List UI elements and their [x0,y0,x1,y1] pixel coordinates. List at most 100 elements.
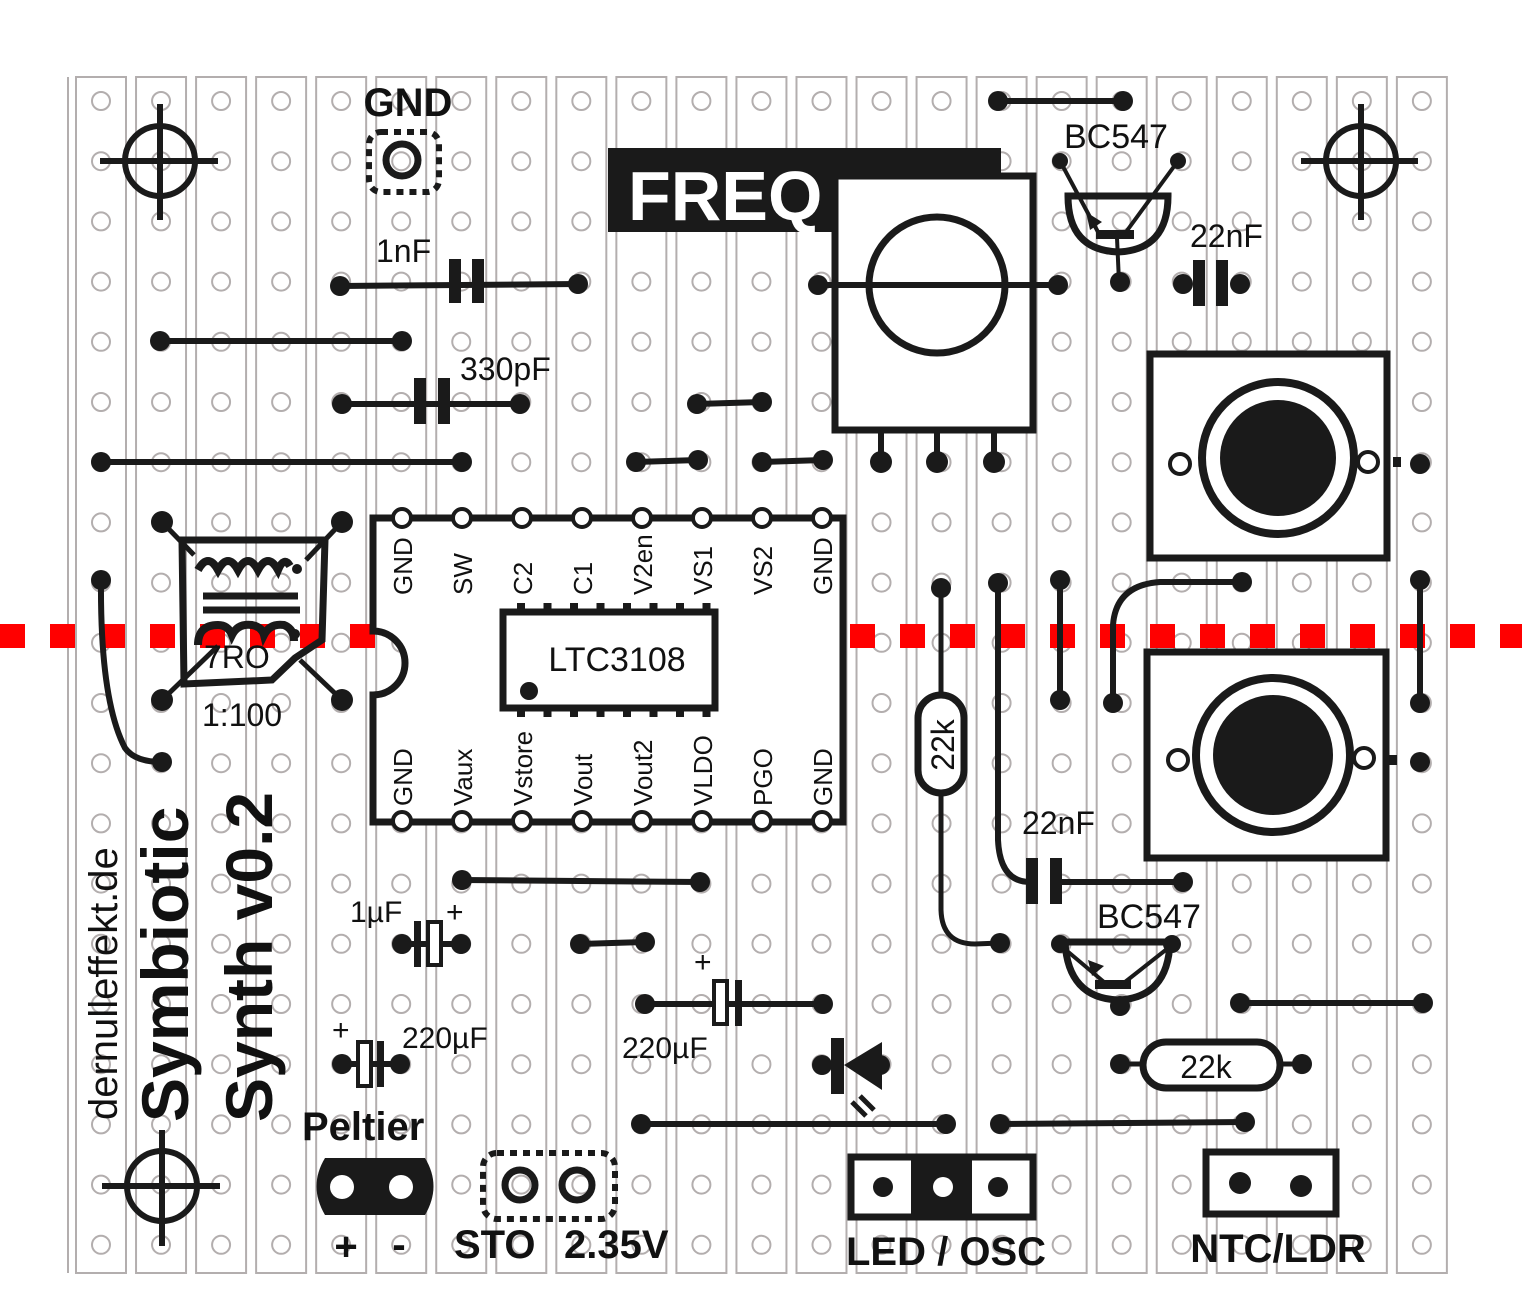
hole [1291,572,1312,593]
capacitor-220uf-left-plus: + [332,1014,350,1047]
hole [91,1234,111,1255]
hole [631,1234,652,1255]
hole [511,331,532,352]
title-line2: Synth v0.2 [212,792,286,1122]
ic-pin-top [811,507,833,529]
hole [1051,452,1072,473]
ic-pin-bottom [751,810,773,832]
hole [511,91,532,111]
hole [991,994,1012,1014]
solder-point [988,573,1008,593]
chip-leg [517,603,525,613]
hole [1171,1174,1192,1195]
chip-leg [596,707,605,717]
hole [451,151,472,172]
ic-pin-label-bottom: Vstore [508,731,538,806]
cut-mark [1500,624,1522,648]
copper-strip [1095,76,1148,1274]
capacitor-220uf-mid-plus: + [694,946,712,979]
jumper-wire-curved [995,583,1031,885]
jumper-wire-curved [1110,579,1242,703]
mounting-hole-top-left [100,104,218,220]
hole [751,331,772,352]
hole [271,753,292,774]
solder-point [1050,690,1070,710]
hole [1231,331,1252,352]
hole [331,813,352,834]
peltier-plus-label: + [334,1225,357,1269]
voltage-label: 2.35V [564,1223,669,1267]
hole [331,753,352,774]
hole [691,933,712,954]
hole [1171,1234,1192,1255]
solder-point [91,452,111,472]
capacitor-220uf-mid: + 220µF [622,946,833,1065]
hole [811,392,832,412]
hole [1411,1054,1432,1075]
ic-pin-bottom [811,810,833,832]
ic-chip: LTC3108 [499,603,719,717]
ic-pin-bottom [451,810,473,832]
hole [271,512,292,533]
sto-label: STO [454,1223,536,1267]
hole [931,994,952,1014]
resistor-horizontal-label: 22k [1180,1049,1233,1085]
hole [1351,1174,1372,1195]
capacitor-330pf: 330pF [332,351,551,424]
hole [391,1234,412,1255]
potentiometer [808,172,1068,473]
hole [271,572,292,593]
jumper-wires [91,91,1433,1134]
hole [871,753,892,774]
gnd-pad-label: GND [364,81,453,125]
hole [91,512,111,533]
ic-pin-top [571,507,593,529]
solder-point [990,1114,1010,1134]
hole [1111,1234,1132,1255]
hole [271,1174,292,1195]
ic-pin-top [511,507,533,529]
capacitor-22nf-top-label: 22nF [1190,218,1263,254]
strip-cut-line [0,624,1522,648]
hole [511,1234,532,1255]
hole [1351,1114,1372,1135]
capacitor-22nf-bottom: 22nF [1022,805,1193,904]
hole [91,873,111,894]
hole [751,1054,772,1075]
hole [1411,91,1432,111]
jumper-wire [999,1119,1246,1127]
chip-leg [543,707,552,717]
sto-pad: STO 2.35V [454,1150,669,1267]
capacitor-220uf-left-label: 220µF [402,1022,488,1055]
chip-leg [623,603,631,613]
hole [871,632,892,653]
ic-pin-label-top: C1 [568,562,598,595]
hole [211,994,232,1014]
hole [751,91,772,111]
ntc-ldr-label: NTC/LDR [1190,1227,1366,1271]
hole [571,1234,592,1255]
solder-point [988,91,1008,111]
capacitor-1nf-label: 1nF [376,233,431,269]
cut-mark [1250,624,1275,648]
hole [871,693,892,713]
hole [571,1114,592,1135]
hole [451,211,472,232]
cut-mark [1450,624,1475,648]
solder-point [152,752,172,772]
hole [211,211,232,232]
hole [1051,813,1072,834]
hole [571,452,592,473]
copper-strip [315,76,368,1274]
chip-leg [676,603,684,613]
hole [451,1054,472,1075]
hole [331,211,352,232]
cut-mark [1300,624,1325,648]
solder-point [91,570,111,590]
ic-pin-top [451,507,473,529]
hole [1171,91,1192,111]
hole [631,271,652,292]
ic-pin-label-top: C2 [508,562,538,595]
transistor-bc547-bottom: BC547 [1051,898,1201,1016]
hole [451,1114,472,1135]
